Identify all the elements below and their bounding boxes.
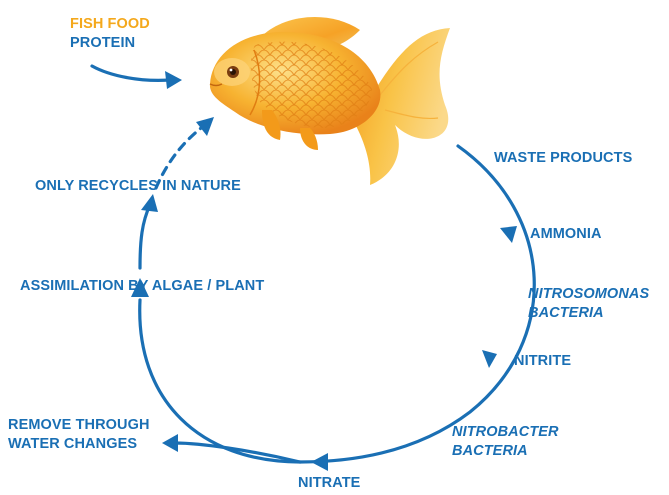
arrowhead-only-recycles [141, 194, 158, 212]
water-changes-label: WATER CHANGES [8, 436, 137, 453]
arrowhead-fish-return [196, 117, 214, 136]
waste-products-label: WASTE PRODUCTS [494, 150, 632, 167]
assimilation-label: ASSIMILATION BY ALGAE / PLANT [20, 278, 264, 295]
arrowhead-water-change [162, 434, 178, 452]
remove-through-label: REMOVE THROUGH [8, 417, 150, 434]
cycle-arc-right [300, 146, 534, 462]
protein-label: PROTEIN [70, 35, 135, 52]
arrowhead-nitrite [482, 350, 497, 368]
arrowhead-food [165, 71, 182, 89]
food-input-line [92, 66, 170, 80]
arrowhead-ammonia [500, 226, 517, 243]
cycle-arc-upper-left [140, 205, 150, 268]
fish-food-label: FISH FOOD [70, 16, 150, 33]
arrowhead-nitrate [311, 453, 328, 471]
nitrobacter-label: NITROBACTER [452, 424, 559, 441]
nitrosomonas-label: NITROSOMONAS [528, 286, 649, 303]
nitrate-label: NITRATE [298, 475, 360, 492]
goldfish-icon [210, 17, 450, 185]
nitrosomonas-bacteria-label: BACTERIA [528, 305, 604, 322]
cycle-arc-left [140, 300, 300, 462]
only-recycles-label: ONLY RECYCLES IN NATURE [35, 178, 241, 195]
ammonia-label: AMMONIA [530, 226, 602, 243]
nitrobacter-bacteria-label: BACTERIA [452, 443, 528, 460]
nitrite-label: NITRITE [514, 353, 571, 370]
